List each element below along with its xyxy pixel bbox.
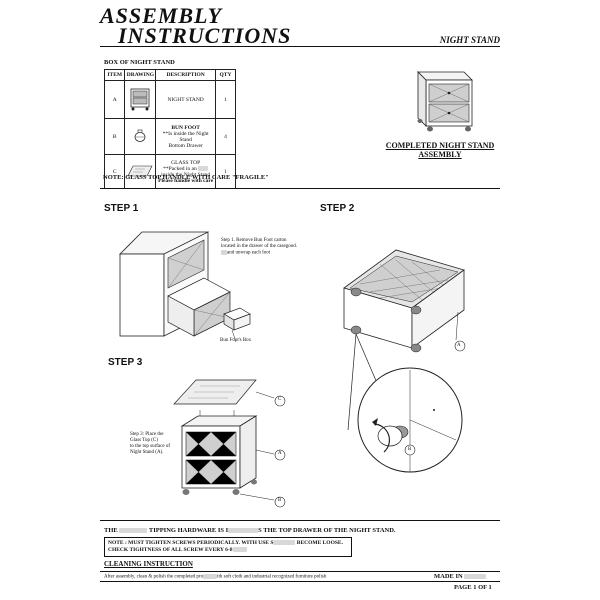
item-description-detail: **Is inside the Night Stand [162, 130, 209, 143]
bun-foot-drawing [124, 118, 157, 155]
step3-text-line: Glass Top (C) [130, 438, 158, 443]
cleaning-title: CLEANING INSTRUCTION [104, 560, 193, 568]
item-description-detail: **Packed in an [163, 165, 197, 172]
item-description: NIGHT STAND [167, 96, 204, 103]
redacted-text [273, 540, 296, 546]
completed-label-line1: COMPLETED NIGHT STAND [385, 141, 495, 150]
step1-text-line: and unwrap each foot [227, 250, 271, 256]
step2-label: STEP 2 [320, 203, 355, 214]
screw-note-box: NOTE : MUST TIGHTEN SCREWS PERIODICALLY.… [104, 537, 352, 557]
step3-callout-c: C [278, 397, 282, 402]
step3-callout-a: A [278, 451, 282, 456]
hardware-note-part: S THE TOP DRAWER OF THE NIGHT STAND. [258, 527, 396, 534]
hardware-note-part: THE [104, 527, 118, 534]
made-in-label: MADE IN [434, 573, 463, 580]
footer-rule [100, 581, 500, 582]
step3-text-line: Night Stand (A). [130, 450, 164, 455]
made-in: MADE IN [434, 573, 487, 580]
parts-table-header: ITEM DRAWING DESCRIPTION QTY [103, 69, 237, 81]
glass-top-drawing [124, 154, 157, 189]
item-description: BUN FOOT [171, 124, 200, 131]
column-header: DRAWING [124, 69, 157, 81]
item-description: GLASS TOP [171, 159, 201, 166]
item-letter: C [103, 154, 126, 189]
item-description-detail: Please handle with care [158, 177, 214, 184]
redacted-text [221, 250, 227, 255]
step3-callout-b: B [278, 498, 282, 503]
cleaning-text-part: ith soft cloth and industrial recognized… [217, 574, 327, 580]
hardware-note-part: TIPPING HARDWARE IS I [148, 527, 229, 534]
page-number: PAGE 1 OF 1 [454, 584, 492, 591]
step2-callout-b: B [408, 447, 412, 452]
step1-label: STEP 1 [104, 203, 139, 214]
hardware-note: THE TIPPING HARDWARE IS I S THE TOP DRAWE… [104, 527, 396, 534]
item-description-detail: Bottom Drawer [168, 142, 203, 149]
document-title-line1: ASSEMBLY [100, 3, 223, 28]
bun-foot-box-callout: Bun Foot's Box [220, 338, 252, 343]
item-letter: B [103, 118, 126, 155]
screw-note-text: NOTE : MUST TIGHTEN SCREWS PERIODICALLY.… [108, 540, 274, 546]
table-row: A NIGHT STAND 1 [103, 80, 237, 119]
column-header: DESCRIPTION [155, 69, 216, 81]
step2-callout-a: A [457, 343, 461, 348]
completed-nightstand-illustration [406, 66, 478, 141]
product-name: NIGHT STAND [439, 35, 500, 45]
item-description-detail: inside the Night Stand [161, 171, 211, 178]
step3-text-line: to the top surface of [130, 444, 170, 449]
section-rule [100, 188, 500, 189]
completed-label-line2: ASSEMBLY [418, 150, 462, 159]
item-qty: 1 [214, 154, 237, 189]
redacted-text [119, 528, 148, 534]
section-rule [100, 520, 500, 521]
cleaning-text-part: After assembly, clean & polish the compl… [104, 574, 204, 580]
item-qty: 4 [214, 118, 237, 155]
item-letter: A [103, 80, 126, 119]
step3-text-line: Step 3: Place the [130, 432, 164, 437]
screw-note-text: BECOME LOOSE. [296, 540, 343, 546]
table-row: B BUN FOOT **Is inside the Night Stand B… [103, 118, 237, 155]
redacted-text [464, 574, 487, 580]
fragile-note: NOTE: GLASS TOP HANDLE WITH CARE "FRAGIL… [103, 174, 269, 181]
item-qty: 1 [214, 80, 237, 119]
column-header: QTY [214, 69, 237, 81]
redacted-text [228, 528, 259, 534]
parts-table: ITEM DRAWING DESCRIPTION QTY A NIGHT STA… [103, 69, 237, 189]
redacted-text [203, 574, 218, 579]
column-header: ITEM [103, 69, 126, 81]
redacted-text [232, 547, 247, 553]
redacted-text [198, 165, 209, 171]
nightstand-drawing [124, 80, 157, 119]
step1-text-line: located in the drawer of the casegood. [221, 244, 297, 249]
step3-label: STEP 3 [108, 357, 143, 368]
cleaning-rule [100, 571, 500, 572]
step2-illustration [340, 240, 490, 485]
header-rule [100, 46, 500, 47]
step3-callout-a-marker [274, 448, 286, 466]
step3-callout-b-marker [274, 495, 286, 513]
table-row: C GLASS TOP **Packed in an inside the Ni… [103, 154, 237, 189]
cleaning-text: After assembly, clean & polish the compl… [104, 574, 326, 580]
step1-text-line: Step 1. Remove Bun Foot carton [221, 238, 287, 243]
step1-illustration [112, 218, 262, 353]
document-title-line2: INSTRUCTIONS [118, 23, 292, 48]
step3-callout-c-marker [274, 394, 286, 412]
screw-note-text: CHECK TIGHTNESS OF ALL SCREW EVERY 6-8 [108, 547, 233, 553]
step3-illustration [170, 370, 300, 515]
parts-box-heading: BOX OF NIGHT STAND [104, 59, 175, 66]
